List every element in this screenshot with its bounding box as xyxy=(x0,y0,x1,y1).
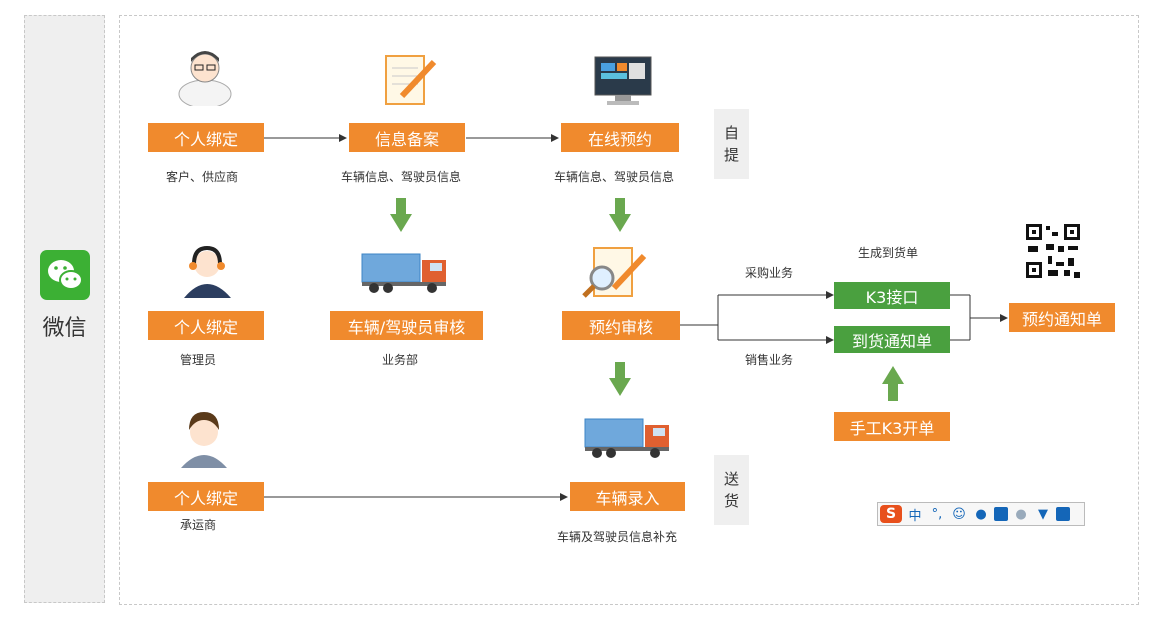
wechat-side-panel xyxy=(24,15,105,603)
caption-purchase-business: 采购业务 xyxy=(745,266,794,280)
customer-avatar-icon xyxy=(178,51,232,106)
admin-headset-avatar-icon xyxy=(184,246,231,298)
box-bind-carrier: 个人绑定 xyxy=(148,482,264,511)
box-manual-k3: 手工K3开单 xyxy=(834,412,950,441)
user-icon[interactable]: ● xyxy=(1015,506,1027,522)
box-info-record: 信息备案 xyxy=(349,123,465,152)
truck-icon-1 xyxy=(361,253,446,293)
box-booking-review: 预约审核 xyxy=(562,311,680,340)
ime-punct-toggle[interactable]: °, xyxy=(931,506,943,522)
wechat-label: 微信 xyxy=(42,316,87,341)
notepad-pencil-icon xyxy=(385,55,437,105)
label-delivery-char-1: 送 xyxy=(723,470,739,488)
box-vehicle-entry: 车辆录入 xyxy=(570,482,685,511)
caption-sales-business: 销售业务 xyxy=(745,353,794,367)
caption-business-dept: 业务部 xyxy=(382,353,419,367)
label-self-pickup-char-2: 提 xyxy=(723,146,739,164)
caption-generate-arrival: 生成到货单 xyxy=(858,246,919,260)
label-delivery: 送 货 xyxy=(714,455,749,525)
monitor-icon xyxy=(594,56,652,105)
flow-diagram-panel xyxy=(119,15,1139,605)
qr-code-icon xyxy=(1024,222,1082,280)
ime-toolbar[interactable]: S 中 °, ☺ ● ● ▼ xyxy=(877,502,1085,526)
wechat-icon xyxy=(40,250,90,300)
box-bind-admin: 个人绑定 xyxy=(148,311,264,340)
smile-icon[interactable]: ☺ xyxy=(952,506,966,522)
ime-mode-toggle[interactable]: 中 xyxy=(908,508,922,524)
box-booking-notice: 预约通知单 xyxy=(1009,303,1115,332)
label-delivery-char-2: 货 xyxy=(723,492,739,510)
carrier-avatar-icon xyxy=(181,412,227,468)
caption-vehicle-supplement: 车辆及驾驶员信息补充 xyxy=(557,530,678,544)
grid-icon[interactable] xyxy=(1056,507,1070,521)
box-k3-interface: K3接口 xyxy=(834,282,950,309)
truck-icon-2 xyxy=(584,418,669,458)
caption-vehicle-driver-info-1: 车辆信息、驾驶员信息 xyxy=(341,170,462,184)
mic-icon[interactable]: ● xyxy=(975,506,987,522)
review-magnifier-icon xyxy=(582,247,647,298)
box-bind-customer: 个人绑定 xyxy=(148,123,264,152)
caption-admin: 管理员 xyxy=(180,353,217,367)
shirt-icon[interactable]: ▼ xyxy=(1038,506,1048,522)
ime-logo-icon[interactable]: S xyxy=(880,505,902,523)
caption-vehicle-driver-info-2: 车辆信息、驾驶员信息 xyxy=(554,170,675,184)
label-self-pickup: 自 提 xyxy=(714,109,749,179)
box-vehicle-driver-review: 车辆/驾驶员审核 xyxy=(330,311,483,340)
caption-carrier: 承运商 xyxy=(180,518,217,532)
box-online-booking: 在线预约 xyxy=(561,123,679,152)
label-self-pickup-char-1: 自 xyxy=(723,124,739,142)
box-arrival-notice: 到货通知单 xyxy=(834,326,950,353)
keyboard-icon[interactable] xyxy=(994,507,1008,521)
caption-customer-supplier: 客户、供应商 xyxy=(166,170,239,184)
